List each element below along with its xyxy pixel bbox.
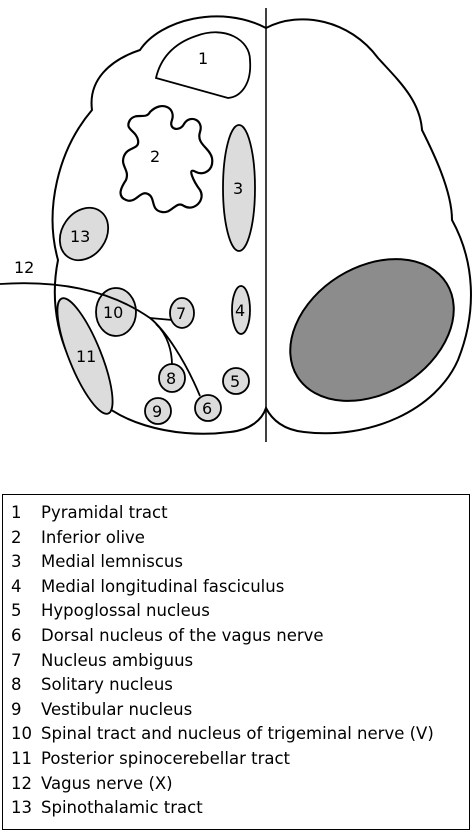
label-4: 4 (235, 301, 245, 320)
label-2: 2 (150, 147, 160, 166)
legend-item: 6 Dorsal nucleus of the vagus nerve (11, 624, 469, 649)
legend-item-label: Hypoglossal nucleus (41, 601, 210, 621)
legend-item-label: Spinothalamic tract (41, 798, 203, 818)
vestibular-nucleus-region (144, 397, 172, 425)
legend-item: 13 Spinothalamic tract (11, 796, 469, 821)
legend-item-number: 6 (11, 625, 22, 645)
legend-item-number: 11 (11, 748, 32, 768)
legend-item-label: Spinal tract and nucleus of trigeminal n… (41, 724, 434, 744)
legend-item: 8 Solitary nucleus (11, 673, 469, 698)
legend-item-label: Pyramidal tract (41, 503, 168, 522)
label-1: 1 (198, 49, 208, 68)
posterior-spinocerebellar-region (56, 297, 114, 415)
legend-item-number: 4 (11, 576, 22, 596)
legend-item: 7 Nucleus ambiguus (11, 649, 469, 674)
spinal-trigeminal-region (95, 287, 137, 337)
label-7: 7 (176, 304, 186, 323)
legend-item-label: Solitary nucleus (41, 675, 173, 695)
legend-item-label: Vagus nerve (X) (41, 773, 173, 793)
legend-item: 9 Vestibular nucleus (11, 698, 469, 723)
legend-item: 4 Medial longitudinal fasciculus (11, 575, 469, 600)
legend-item: 11 Posterior spinocerebellar tract (11, 747, 469, 772)
vagus-nerve-line (0, 282, 201, 397)
legend-item: 2 Inferior olive (11, 526, 469, 551)
dorsal-vagal-nucleus-region (194, 394, 222, 422)
legend-item: 3 Medial lemniscus (11, 550, 469, 575)
legend-item-label: Nucleus ambiguus (41, 650, 194, 670)
label-11: 11 (76, 347, 96, 366)
nucleus-ambiguus-region (169, 297, 195, 329)
legend-item-number: 10 (11, 724, 32, 744)
legend-item-label: Dorsal nucleus of the vagus nerve (41, 625, 324, 645)
medulla-cross-section-diagram: 1 2 3 13 10 11 7 4 8 5 9 6 12 (0, 8, 472, 442)
legend-item-number: 13 (11, 798, 32, 818)
legend-item-number: 9 (11, 699, 22, 719)
legend-item-number: 1 (11, 503, 22, 522)
spinothalamic-tract-region (58, 206, 110, 262)
hypoglossal-nucleus-region (222, 367, 250, 395)
legend-item-number: 12 (11, 773, 32, 793)
label-9: 9 (152, 402, 162, 421)
legend-item-number: 2 (11, 527, 22, 547)
label-8: 8 (166, 369, 176, 388)
label-5: 5 (230, 372, 240, 391)
legend-item-label: Medial lemniscus (41, 552, 183, 572)
legend-item-label: Medial longitudinal fasciculus (41, 576, 285, 596)
label-3: 3 (233, 179, 243, 198)
legend-item: 5 Hypoglossal nucleus (11, 599, 469, 624)
legend-item-label: Vestibular nucleus (41, 699, 193, 719)
vagus-branch-ambiguus (149, 317, 173, 321)
inferior-olive-region (119, 104, 214, 214)
label-6: 6 (202, 399, 212, 418)
legend-item: 1 Pyramidal tract (11, 501, 469, 526)
legend-item-number: 7 (11, 650, 22, 670)
legend-item-number: 3 (11, 552, 22, 572)
pyramidal-tract-region (154, 31, 252, 99)
label-10: 10 (103, 303, 123, 322)
medial-lemniscus-region (222, 124, 256, 252)
mlf-region (231, 285, 251, 335)
legend-item-label: Inferior olive (41, 527, 145, 547)
label-12: 12 (14, 258, 34, 277)
legend-item: 12 Vagus nerve (X) (11, 772, 469, 797)
legend-item-label: Posterior spinocerebellar tract (41, 748, 291, 768)
legend-item-number: 5 (11, 601, 22, 621)
label-13: 13 (70, 227, 90, 246)
lesion-region (289, 258, 455, 402)
legend-item-number: 8 (11, 675, 22, 695)
legend-item: 10 Spinal tract and nucleus of trigeminal… (11, 722, 469, 747)
vagus-branch-solitary (155, 323, 173, 366)
